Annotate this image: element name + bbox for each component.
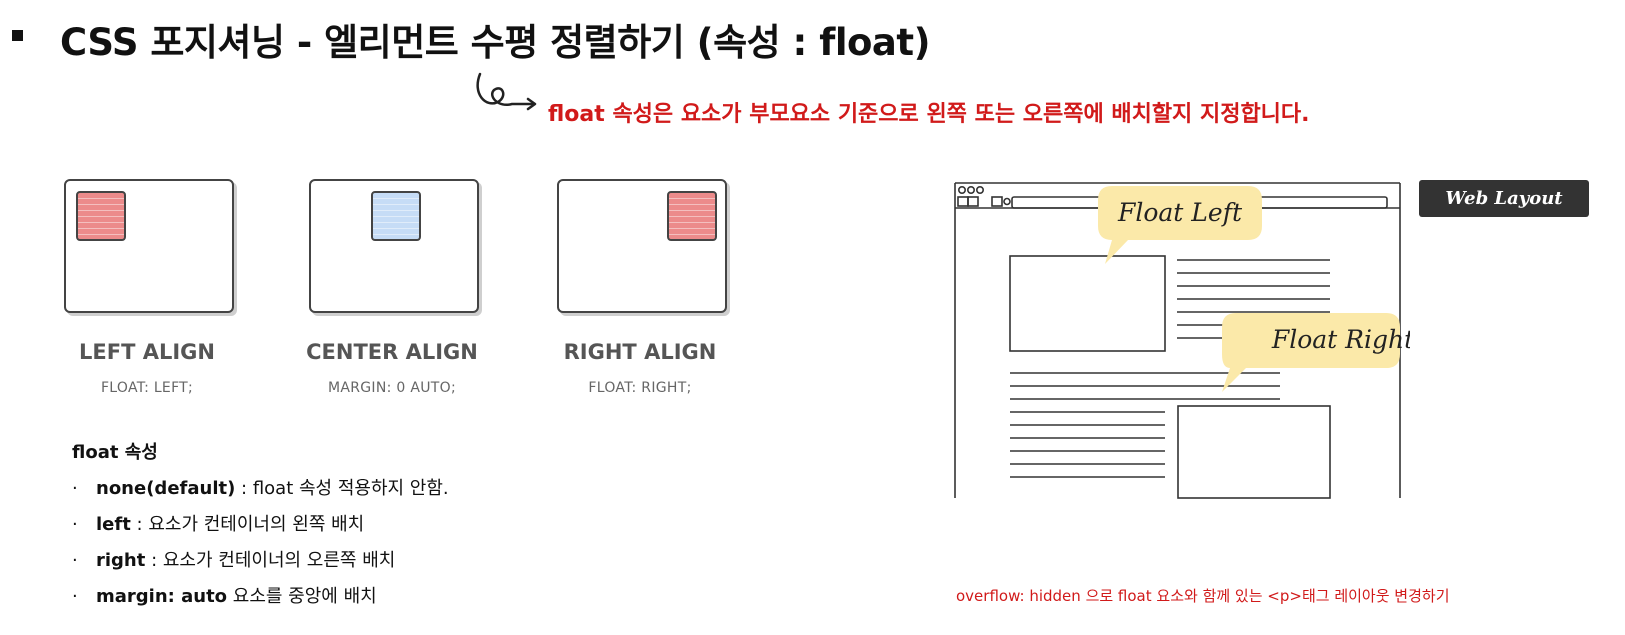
web-layout-badge: Web Layout bbox=[1419, 180, 1589, 217]
window-control-icon bbox=[975, 186, 984, 195]
text-lines-full bbox=[1010, 372, 1280, 400]
center-align-example-box bbox=[309, 179, 479, 313]
browser-window bbox=[954, 182, 1401, 498]
center-align-code: MARGIN: 0 AUTO; bbox=[328, 380, 456, 396]
center-note-icon bbox=[371, 191, 421, 241]
subtitle: float 속성은 요소가 부모요소 기준으로 왼쪽 또는 오른쪽에 배치할지 … bbox=[548, 102, 1310, 127]
list-item: ·right : 요소가 컨테이너의 오른쪽 배치 bbox=[72, 550, 396, 571]
window-control-icon bbox=[966, 186, 975, 195]
swirl-arrow-icon bbox=[476, 72, 537, 111]
left-align-label: LEFT ALIGN bbox=[79, 340, 215, 364]
forward-button-icon bbox=[967, 196, 979, 207]
window-control-icon bbox=[958, 186, 967, 195]
right-align-example-box bbox=[557, 179, 727, 313]
float-right-box bbox=[1177, 405, 1331, 499]
float-right-bubble: Float Right bbox=[1222, 313, 1410, 392]
back-button-icon bbox=[957, 196, 969, 207]
left-align-example-box bbox=[64, 179, 234, 313]
text-lines-left bbox=[1010, 411, 1165, 478]
reload-icon bbox=[1003, 197, 1011, 206]
list-item: ·none(default) : float 속성 적용하지 안함. bbox=[72, 478, 449, 499]
center-align-label: CENTER ALIGN bbox=[306, 340, 478, 364]
web-layout-diagram: Float Left Float Right bbox=[954, 182, 1410, 499]
title-bullet bbox=[12, 30, 23, 41]
list-item: ·left : 요소가 컨테이너의 왼쪽 배치 bbox=[72, 514, 365, 535]
float-left-label: Float Left bbox=[1117, 198, 1243, 227]
right-note-icon bbox=[667, 191, 717, 241]
float-right-label: Float Right bbox=[1271, 325, 1410, 354]
right-align-code: FLOAT: RIGHT; bbox=[588, 380, 692, 396]
left-note-icon bbox=[76, 191, 126, 241]
float-properties-heading: float 속성 bbox=[72, 442, 158, 463]
left-align-code: FLOAT: LEFT; bbox=[100, 380, 194, 396]
float-left-bubble: Float Left bbox=[1098, 186, 1262, 264]
overflow-note: overflow: hidden 으로 float 요소와 함께 있는 <p>태… bbox=[956, 587, 1450, 605]
page-title: CSS 포지셔닝 - 엘리먼트 수평 정렬하기 (속성 : float) bbox=[60, 21, 931, 64]
add-tab-icon bbox=[991, 196, 1003, 207]
list-item: ·margin: auto 요소를 중앙에 배치 bbox=[72, 586, 377, 607]
float-left-box bbox=[1009, 255, 1166, 352]
right-align-label: RIGHT ALIGN bbox=[563, 340, 717, 364]
